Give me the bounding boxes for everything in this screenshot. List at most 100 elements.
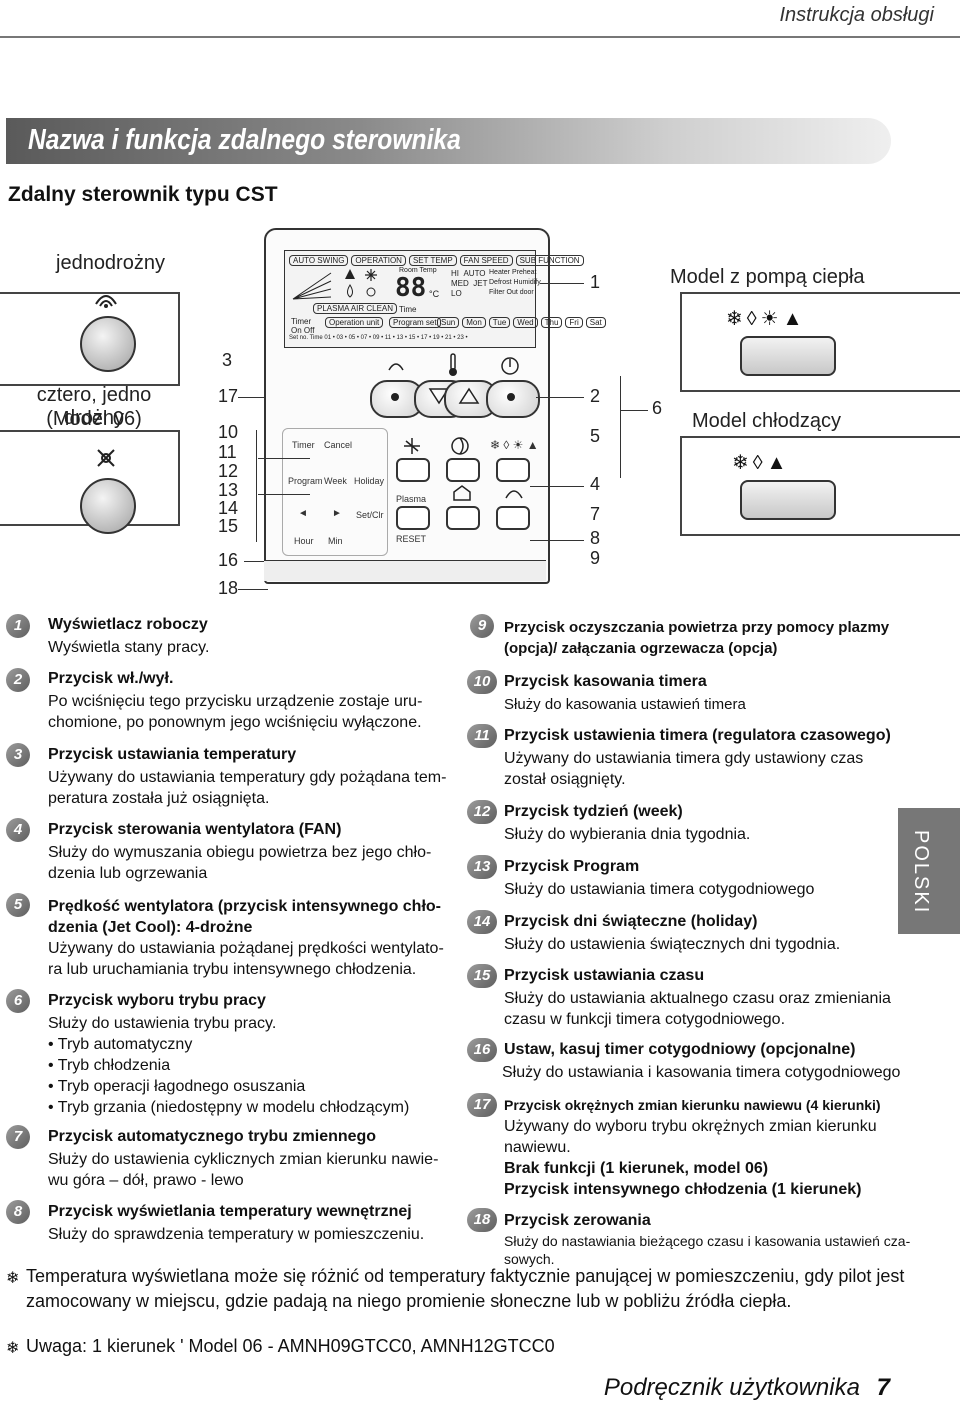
callout-1: 1 <box>590 272 601 292</box>
heat-pump-mode-button[interactable] <box>740 336 836 376</box>
item-body: Używany do ustawiania pożądanej prędkośc… <box>48 940 444 978</box>
note-temperature: Temperatura wyświetlana może się różnić … <box>26 1266 905 1311</box>
hour-label: Hour <box>294 536 314 546</box>
item-title: Przycisk wł./wył. <box>48 670 174 687</box>
item-title: Wyświetlacz roboczy <box>48 616 208 633</box>
language-tab-label: POLSKI <box>910 830 932 915</box>
item-body: Używany do ustawiania timera gdy ustawio… <box>504 750 864 788</box>
item-body: Służy do sprawdzenia temperatury w pomie… <box>48 1226 425 1243</box>
lcd-unit: °C <box>429 289 440 299</box>
item-title: Przycisk zerowania <box>504 1212 651 1229</box>
swing-icon <box>95 295 117 308</box>
lcd-day-sun: Sun <box>437 317 460 328</box>
program-label: Program <box>288 476 323 486</box>
item-body: Służy do wybierania dnia tygodnia. <box>504 826 751 843</box>
label-model-06: (Model 06) <box>46 408 142 430</box>
mode-button[interactable] <box>496 458 530 482</box>
lcd-operation-unit: Operation unit <box>325 317 384 328</box>
swing-button-one-way[interactable] <box>80 316 136 372</box>
heat-pump-mode-icons: ❄◊☀▲ <box>726 308 807 330</box>
item-body: Służy do wymuszania obiegu powietrza bez… <box>48 844 432 882</box>
fan-icon <box>404 438 420 454</box>
lcd-sub-filter: Filter <box>489 289 505 296</box>
lcd-day-sat: Sat <box>585 317 606 328</box>
subsection-title: Zdalny sterownik typu CST <box>8 183 278 206</box>
item-badge: 17 <box>467 1093 497 1117</box>
leader-program <box>258 494 310 495</box>
cooling-mode-icons: ❄◊▲ <box>732 452 791 474</box>
item-badge: 9 <box>470 614 494 638</box>
callout-7: 7 <box>590 504 601 524</box>
lcd-tab-auto-swing: AUTO SWING <box>289 255 349 266</box>
item-title: Przycisk automatycznego trybu zmiennego <box>48 1128 377 1145</box>
item-badge: 15 <box>467 964 497 988</box>
label-one-way: jednodrożny <box>56 252 165 274</box>
cooling-mode-button[interactable] <box>740 480 836 520</box>
callout-16: 16 <box>218 550 239 570</box>
snowflake-note-icon: ❄ <box>6 1270 20 1287</box>
swing-button-four-way[interactable] <box>80 478 136 534</box>
reset-label[interactable]: RESET <box>396 534 427 544</box>
item-body: Wyświetla stany pracy. <box>48 639 210 656</box>
item-badge: 11 <box>467 724 497 748</box>
plasma-button[interactable] <box>396 506 430 530</box>
label-heat-pump: Model z pompą ciepła <box>670 266 865 288</box>
leader-6-bracket <box>620 376 621 478</box>
item-body: Służy do ustawienia cyklicznych zmian ki… <box>48 1151 439 1189</box>
lcd-fan-med: MED <box>451 279 469 288</box>
power-button[interactable] <box>486 380 540 418</box>
lcd-day-thu: Thu <box>540 317 563 328</box>
lcd-fan-jet: JET <box>473 279 488 288</box>
item-body: Służy do ustawienia świątecznych dni tyg… <box>504 936 841 953</box>
lcd-on-off: On Off <box>291 326 315 335</box>
lcd-plasma: PLASMA AIR CLEAN <box>313 303 398 314</box>
item-title: Przycisk dni świąteczne (holiday) <box>504 913 758 930</box>
cooling-model-panel <box>680 436 960 536</box>
callout-2: 2 <box>590 386 601 406</box>
auto-swing-button[interactable] <box>496 506 530 530</box>
week-label: Week <box>324 476 347 486</box>
item-badge: 13 <box>467 855 497 879</box>
timer-panel <box>282 428 388 556</box>
power-button-dot <box>507 393 515 401</box>
lcd-swing-icon <box>292 272 332 300</box>
leader-18 <box>238 589 268 590</box>
callout-14: 14 <box>218 498 239 518</box>
item-title: Przycisk ustawienia timera (regulatora c… <box>504 727 891 744</box>
fan-button[interactable] <box>396 458 430 482</box>
leader-1 <box>540 283 584 284</box>
callout-4: 4 <box>590 474 601 494</box>
setclr-label: Set/Clr <box>356 510 384 520</box>
lcd-fan-auto: AUTO <box>463 269 486 278</box>
item-body: Służy do ustawiania timera cotygodnioweg… <box>504 881 815 898</box>
lcd-set-no: Set no. <box>289 335 309 341</box>
item-body: Używany do wyboru trybu okrężnych zmian … <box>504 1118 877 1156</box>
page-number: 7 <box>876 1374 890 1401</box>
lcd-sub-defrost: Defrost <box>489 279 512 286</box>
item-title: Przycisk sterowania wentylatora (FAN) <box>48 821 342 838</box>
item-title: Prędkość wentylatora (przycisk intensywn… <box>48 898 441 936</box>
item-title: Przycisk wyboru trybu pracy <box>48 992 266 1009</box>
fan-speed-button[interactable] <box>446 458 480 482</box>
callout-6: 6 <box>652 398 663 418</box>
swing-small-icon <box>388 363 404 371</box>
item-title: Przycisk tydzień (week) <box>504 803 683 820</box>
holiday-label: Holiday <box>354 476 385 486</box>
leader-6 <box>620 410 648 411</box>
lcd-day-fri: Fri <box>565 317 583 328</box>
leader-2 <box>536 397 584 398</box>
callout-5: 5 <box>590 426 601 446</box>
item-title: Przycisk ustawiania czasu <box>504 967 705 984</box>
item-title: Ustaw, kasuj timer cotygodniowy (opcjona… <box>504 1041 856 1058</box>
lcd-tab-fan-speed: FAN SPEED <box>459 255 513 266</box>
label-four-way: cztero, jedno drożny <box>36 384 152 429</box>
callout-10: 10 <box>218 422 239 442</box>
lcd-timer: Timer <box>291 317 312 326</box>
room-temp-button[interactable] <box>446 506 480 530</box>
item-title: Przycisk wyświetlania temperatury wewnęt… <box>48 1203 412 1220</box>
arrow-down-icon <box>428 388 450 405</box>
callout-15: 15 <box>218 516 239 536</box>
hour-arrow-icon: ◄ <box>298 508 308 519</box>
footer-text: Podręcznik użytkownika <box>603 1374 860 1401</box>
